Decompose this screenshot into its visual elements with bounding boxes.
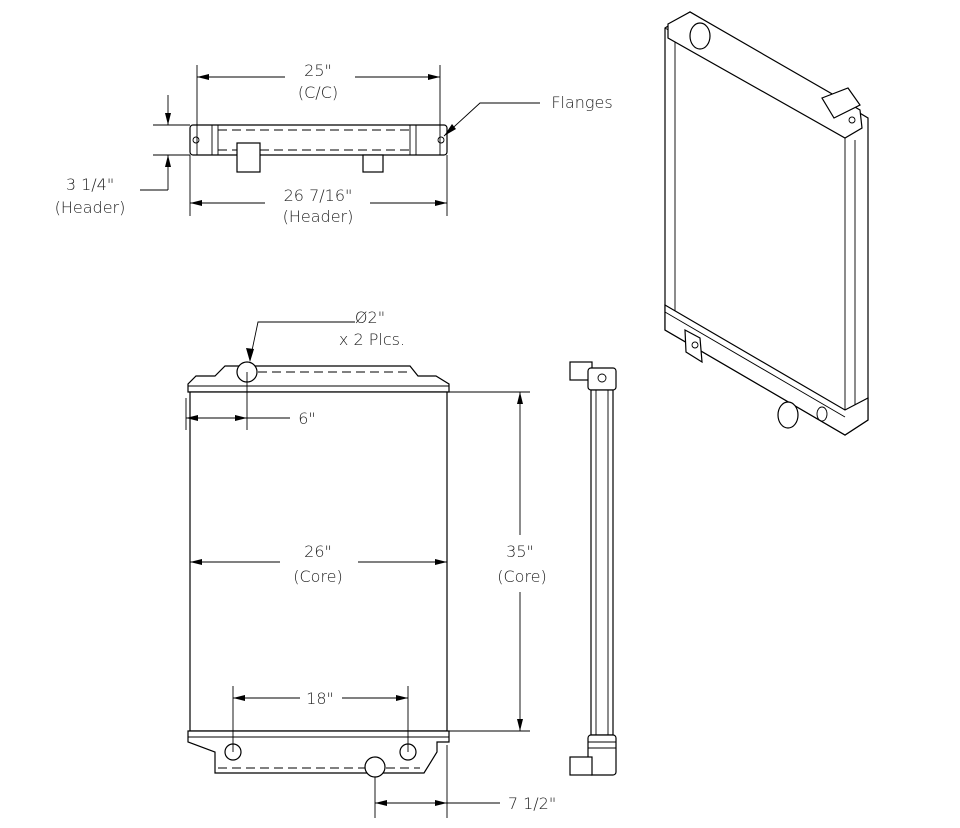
side-core (590, 389, 614, 736)
isometric-view (664, 11, 869, 436)
core-width-label: (Core) (293, 567, 343, 586)
flange-hole (437, 136, 445, 144)
inlet-pipe-3d (689, 22, 711, 50)
cc-label: (C/C) (298, 83, 338, 102)
header-height-label: (Header) (55, 198, 126, 217)
outlet-pipe (364, 756, 386, 778)
core (189, 391, 448, 732)
top-tank-3d (667, 11, 863, 139)
front-view: Ø2" x 2 Plcs. 6" 26" (Core) 35" (Core) 1… (185, 308, 556, 818)
pipe-count: x 2 Plcs. (339, 330, 405, 349)
header-height-dimension: 3 1/4" (66, 175, 114, 194)
core-width-dimension: 26" (304, 542, 332, 561)
pipe-offset-dimension: 6" (298, 409, 316, 428)
cc-dimension: 25" (304, 61, 332, 80)
flanges-callout: Flanges (551, 93, 612, 112)
top-tank (187, 365, 450, 393)
bottom-pipe-offset-dimension: 7 1/2" (508, 794, 556, 813)
side-view (569, 361, 617, 776)
mount-spacing-dimension: 18" (306, 689, 334, 708)
outlet-pipe-3d (777, 401, 799, 429)
header-width-label: (Header) (283, 207, 354, 226)
inlet-tab (236, 142, 261, 173)
header-width-dimension: 26 7/16" (284, 186, 353, 205)
pipe-diameter: Ø2" (355, 308, 385, 327)
top-view: 25" (C/C) 26 7/16" (Header) 3 1/4" (Head… (55, 61, 613, 226)
core-height-label: (Core) (497, 567, 547, 586)
core-height-dimension: 35" (506, 542, 534, 561)
flange-hole (192, 136, 200, 144)
outlet-tab (362, 154, 384, 173)
